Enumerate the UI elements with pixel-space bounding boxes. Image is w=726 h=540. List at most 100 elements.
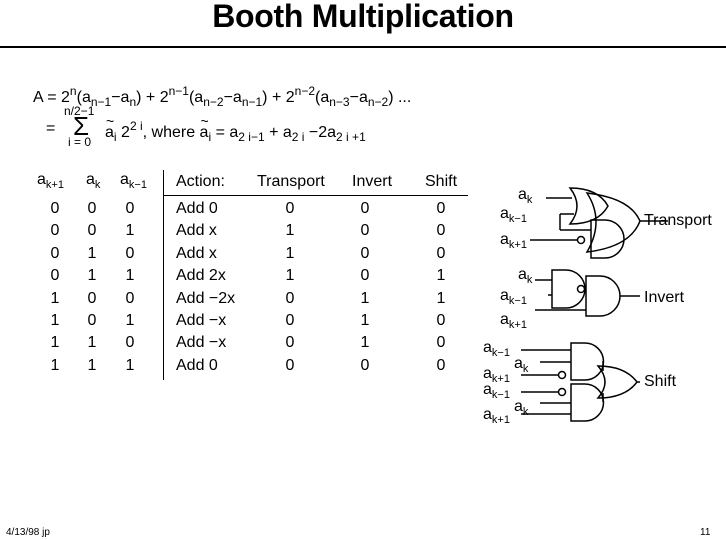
- cell-ak: 0: [87, 222, 97, 240]
- cell-shift: 1: [436, 289, 446, 307]
- shift-or-gate: [596, 365, 638, 399]
- shift-output-label: Shift: [644, 373, 677, 390]
- invert-input-ak-plus-1: ak+1: [500, 311, 527, 331]
- shift-input-ak-plus-1-a: ak+1: [483, 365, 510, 385]
- header-transport: Transport: [257, 173, 325, 190]
- cell-ak: 1: [87, 244, 97, 262]
- transport-circuit: [530, 187, 668, 259]
- cell-ak-minus-1: 0: [125, 244, 135, 262]
- cell-invert: 1: [360, 334, 370, 352]
- cell-ak-minus-1: 1: [125, 356, 135, 374]
- transport-input-ak-plus-1: ak+1: [500, 231, 527, 251]
- title-rule: [0, 46, 726, 48]
- cell-ak-minus-1: 1: [125, 222, 135, 240]
- shift-input-ak-a: ak: [514, 355, 529, 375]
- cell-invert: 1: [360, 289, 370, 307]
- header-invert: Invert: [352, 173, 393, 190]
- cell-shift: 1: [436, 267, 446, 285]
- cell-ak: 1: [87, 267, 97, 285]
- cell-ak-minus-1: 1: [125, 312, 135, 329]
- cell-invert: 0: [360, 356, 370, 374]
- cell-ak-minus-1: 0: [125, 334, 135, 352]
- cell-action: Add x: [176, 244, 217, 262]
- sigma-icon: Σ: [73, 111, 90, 141]
- cell-shift: 0: [436, 312, 446, 329]
- cell-action: Add 0: [176, 200, 218, 217]
- page-number: 11: [700, 527, 711, 538]
- invert-bubble: [576, 284, 586, 294]
- header-ak-minus-1: ak−1: [120, 171, 147, 191]
- cell-transport: 0: [285, 289, 295, 307]
- cell-action: Add −2x: [176, 289, 236, 307]
- transport-output-label: Transport: [644, 212, 712, 229]
- shift-input-ak-minus-1-a: ak−1: [483, 339, 510, 359]
- cell-ak-minus-1: 1: [125, 267, 135, 285]
- table-vertical-rule: [163, 170, 164, 380]
- cell-invert: 0: [360, 200, 370, 217]
- cell-action: Add −x: [176, 334, 227, 352]
- cell-shift: 0: [436, 200, 446, 217]
- transport-final-or-gate: [585, 192, 641, 253]
- header-ak-plus-1: ak+1: [37, 171, 64, 191]
- cell-shift: 0: [436, 356, 446, 374]
- cell-shift: 0: [436, 334, 446, 352]
- cell-transport: 1: [285, 222, 295, 240]
- cell-ak: 1: [87, 334, 97, 352]
- cell-action: Add 2x: [176, 267, 226, 285]
- transport-input-ak: ak: [518, 186, 533, 206]
- equation-line-1: A = 2n(an−1−an) + 2n−1(an−2−an−1) + 2n−2…: [33, 84, 412, 109]
- header-ak: ak: [86, 171, 101, 191]
- cell-invert: 0: [360, 222, 370, 240]
- cell-ak: 0: [87, 200, 97, 217]
- invert-input-ak-minus-1: ak−1: [500, 287, 527, 307]
- page-title: Booth Multiplication: [212, 0, 514, 34]
- cell-transport: 0: [285, 356, 295, 374]
- shift-and-gate-1: [570, 342, 605, 381]
- table-horizontal-rule: [163, 195, 468, 196]
- invert-and-gate: [551, 269, 586, 309]
- shift-input-ak-plus-1-b: ak+1: [483, 406, 510, 426]
- cell-invert: 1: [360, 312, 370, 329]
- cell-ak-plus-1: 1: [50, 289, 60, 307]
- cell-transport: 0: [285, 312, 295, 329]
- cell-ak-plus-1: 1: [50, 334, 60, 352]
- invert-final-and-gate: [585, 275, 621, 317]
- cell-ak-plus-1: 0: [50, 222, 60, 240]
- invert-circuit: [535, 269, 640, 317]
- cell-action: Add 0: [176, 356, 218, 374]
- cell-ak: 1: [87, 356, 97, 374]
- cell-ak-plus-1: 1: [50, 312, 60, 329]
- cell-action: Add x: [176, 222, 217, 240]
- cell-ak: 0: [87, 289, 97, 307]
- invert-input-ak: ak: [518, 266, 533, 286]
- cell-transport: 1: [285, 267, 295, 285]
- header-action: Action:: [176, 173, 225, 190]
- invert-output-label: Invert: [644, 289, 685, 306]
- cell-transport: 1: [285, 244, 295, 262]
- shift-and-gate-2: [570, 383, 605, 422]
- shift-input-ak-b: ak: [514, 398, 529, 418]
- sum-upper-limit: n/2−1: [64, 104, 95, 118]
- cell-transport: 0: [285, 334, 295, 352]
- cell-shift: 0: [436, 222, 446, 240]
- cell-ak-plus-1: 0: [50, 200, 60, 217]
- sum-lower-limit: i = 0: [68, 135, 92, 149]
- cell-action: Add −x: [176, 312, 227, 329]
- cell-ak-plus-1: 0: [50, 267, 60, 285]
- cell-invert: 0: [360, 267, 370, 285]
- cell-ak-plus-1: 1: [50, 356, 60, 374]
- cell-ak-minus-1: 0: [125, 289, 135, 307]
- cell-transport: 0: [285, 200, 295, 217]
- equals-sign: =: [46, 120, 56, 137]
- footer-date: 4/13/98 jp: [6, 527, 50, 538]
- cell-ak-minus-1: 0: [125, 200, 135, 217]
- transport-input-ak-minus-1: ak−1: [500, 205, 527, 225]
- cell-invert: 0: [360, 244, 370, 262]
- cell-ak: 0: [87, 312, 97, 329]
- cell-ak-plus-1: 0: [50, 244, 60, 262]
- cell-shift: 0: [436, 244, 446, 262]
- shift-circuit: [521, 342, 640, 422]
- transport-inverter-bubble: [576, 235, 586, 245]
- equation-line-2: ai 22 i, where ai = a2 i−1 + a2 i −2a2 i…: [105, 113, 366, 144]
